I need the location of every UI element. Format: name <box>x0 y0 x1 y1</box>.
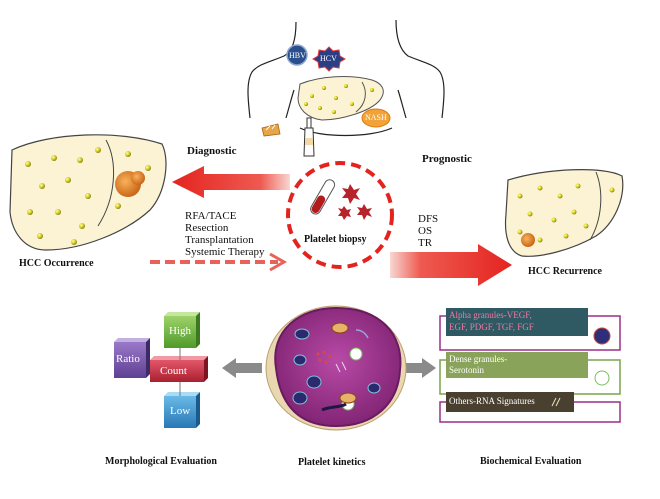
treatment-transplantation: Transplantation <box>185 234 254 246</box>
platelet-biopsy-label: Platelet biopsy <box>304 234 367 245</box>
cube-high <box>164 312 200 348</box>
dashed-treatment-arrow <box>150 252 288 272</box>
alpha-granules-line2: EGF, PDGF, TGF, FGF <box>449 322 534 332</box>
diagnostic-label: Diagnostic <box>187 145 237 157</box>
rna-signatures-label: Others-RNA Signatures <box>449 396 535 406</box>
hcc-recurrence-label: HCC Recurrence <box>528 266 602 277</box>
prognostic-label: Prognostic <box>422 153 472 165</box>
rna-signatures-box <box>439 392 621 423</box>
treatment-resection: Resection <box>185 222 229 234</box>
outcome-os: OS <box>418 225 433 237</box>
hcc-occurrence-label: HCC Occurrence <box>19 258 94 269</box>
food-icon <box>261 123 281 137</box>
cube-high-label: High <box>169 325 191 337</box>
treatment-systemic-therapy: Systemic Therapy <box>185 246 265 258</box>
cube-low-label: Low <box>170 405 191 417</box>
morphological-evaluation-caption: Morphological Evaluation <box>105 456 217 467</box>
cube-ratio <box>114 338 150 378</box>
liver-right-icon <box>504 169 624 257</box>
outcome-tr: TR <box>418 237 433 249</box>
nash-badge-icon <box>361 108 391 128</box>
biochemical-evaluation-caption: Biochemical Evaluation <box>480 456 582 467</box>
gray-arrow-left <box>222 358 262 378</box>
platelet-cell-illustration <box>265 305 407 431</box>
outcome-dfs: DFS <box>418 213 439 225</box>
gray-arrow-right <box>404 358 436 378</box>
hbv-label: HBV <box>289 51 306 60</box>
alpha-granules-line1: Alpha granules-VEGF, <box>449 310 532 320</box>
diagnostic-arrow <box>172 166 290 198</box>
treatment-rfa-tace: RFA/TACE <box>185 210 237 222</box>
hbv-badge-icon <box>286 44 308 66</box>
cube-count-label: Count <box>160 365 187 377</box>
cube-low <box>164 392 200 428</box>
torso-liver-icon <box>297 76 384 121</box>
hcv-label: HCV <box>320 54 337 63</box>
liver-left-icon <box>9 134 167 251</box>
alpha-granules-box <box>439 308 621 351</box>
platelet-kinetics-caption: Platelet kinetics <box>298 457 366 468</box>
platelet-biopsy-circle <box>286 161 394 269</box>
dense-granules-line1: Dense granules- <box>449 354 508 364</box>
prognostic-arrow <box>390 244 512 286</box>
dense-granules-box <box>439 352 621 395</box>
bottle-icon <box>303 117 315 157</box>
hcv-badge-icon <box>312 46 346 72</box>
nash-label: NASH <box>365 113 387 122</box>
cube-count <box>150 356 208 382</box>
dense-granules-line2: Serotonin <box>449 365 484 375</box>
cube-ratio-label: Ratio <box>116 353 140 365</box>
